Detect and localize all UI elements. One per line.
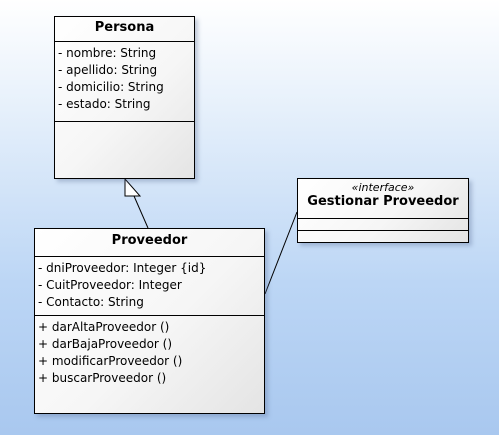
class-persona-name: Persona bbox=[94, 20, 155, 35]
attribute-apellido[interactable]: - apellido: String bbox=[58, 63, 158, 77]
interface-gestionar-proveedor[interactable]: «interface» Gestionar Proveedor bbox=[297, 178, 469, 243]
interface-stereotype: «interface» bbox=[351, 181, 415, 194]
association-line[interactable] bbox=[264, 211, 298, 295]
class-proveedor-operations: + darAltaProveedor () + darBajaProveedor… bbox=[35, 316, 264, 389]
interface-name-compartment: «interface» Gestionar Proveedor bbox=[298, 179, 468, 219]
generalization-line[interactable] bbox=[133, 195, 149, 229]
attribute-nombre[interactable]: - nombre: String bbox=[58, 46, 157, 60]
interface-name: Gestionar Proveedor bbox=[307, 194, 459, 209]
class-persona[interactable]: Persona - nombre: String - apellido: Str… bbox=[54, 16, 195, 179]
operation-darbajaproveedor[interactable]: + darBajaProveedor () bbox=[38, 337, 173, 351]
class-persona-operations bbox=[55, 122, 194, 127]
generalization-arrowhead bbox=[124, 177, 142, 197]
class-proveedor-attributes: - dniProveedor: Integer {id} - CuitProve… bbox=[35, 257, 264, 316]
attribute-contacto[interactable]: - Contacto: String bbox=[38, 295, 144, 309]
operation-buscarproveedor[interactable]: + buscarProveedor () bbox=[38, 371, 167, 385]
attribute-dniproveedor[interactable]: - dniProveedor: Integer {id} bbox=[38, 261, 207, 275]
class-proveedor-name-compartment: Proveedor bbox=[35, 229, 264, 257]
interface-attributes bbox=[298, 219, 468, 231]
class-proveedor-name: Proveedor bbox=[111, 233, 188, 248]
class-persona-name-compartment: Persona bbox=[55, 17, 194, 42]
class-proveedor[interactable]: Proveedor - dniProveedor: Integer {id} -… bbox=[34, 228, 265, 414]
operation-daraltaproveedor[interactable]: + darAltaProveedor () bbox=[38, 320, 170, 334]
attribute-domicilio[interactable]: - domicilio: String bbox=[58, 80, 164, 94]
operation-modificarproveedor[interactable]: + modificarProveedor () bbox=[38, 354, 183, 368]
attribute-cuitproveedor[interactable]: - CuitProveedor: Integer bbox=[38, 278, 182, 292]
class-persona-attributes: - nombre: String - apellido: String - do… bbox=[55, 42, 194, 122]
attribute-estado[interactable]: - estado: String bbox=[58, 97, 151, 111]
